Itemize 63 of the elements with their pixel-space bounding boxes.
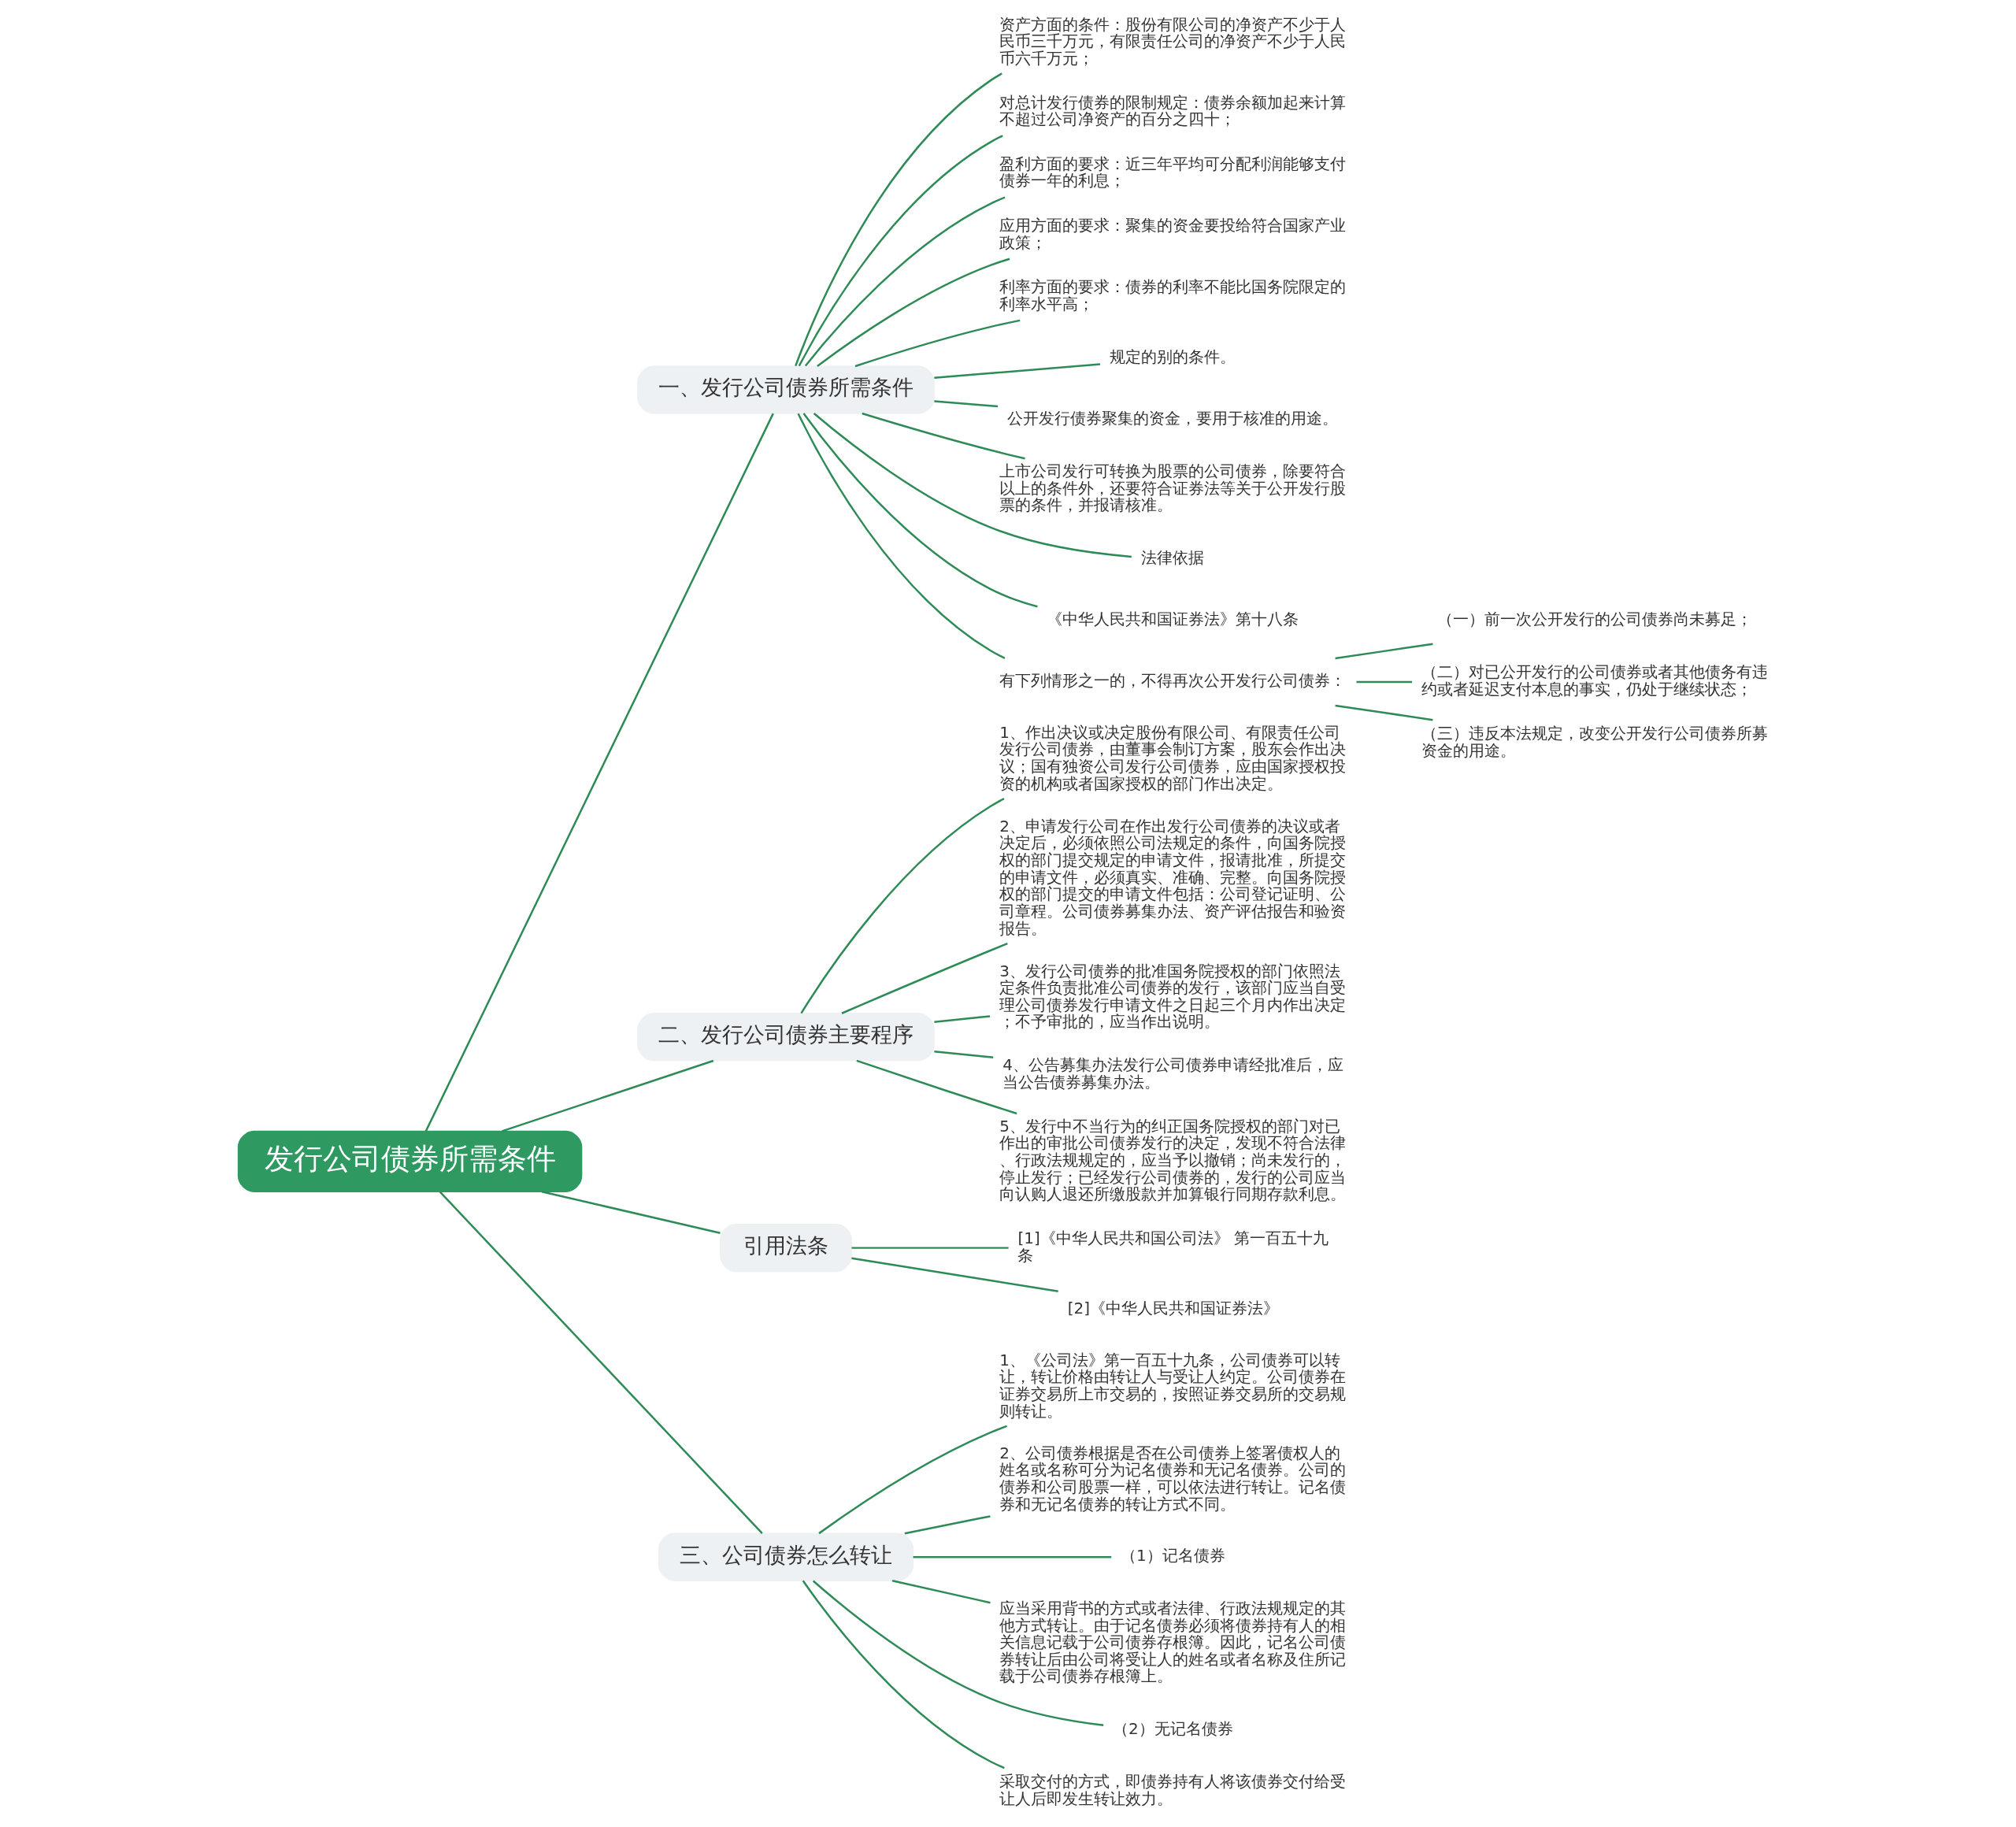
node-text: 2、申请发行公司在作出发行公司债券的决议或者决定后，必须依照公司法规定的条件，向国务院授权的部门提交规定的申请文件，报请批准，所提交的申请文件，必须真实、准确、完整。向国务院授权的部门提交的申请文件包括：公司登记证明、公司章程。公司债券募集办法、资产评估报告和验资报告。 (999, 816, 1347, 938)
node-text: 上市公司发行可转换为股票的公司债券，除要符合以上的条件外，还要符合证券法等关于公开发行股票的条件，并报请核准。 (999, 461, 1347, 515)
node-text: 有下列情形之一的，不得再次公开发行公司债券： (999, 671, 1347, 691)
connector (1335, 643, 1433, 660)
connector (797, 413, 1006, 659)
node-text: 规定的别的条件。 (1109, 347, 1236, 367)
node-text: 法律依据 (1140, 547, 1204, 567)
node-text: 1、作出决议或决定股份有限公司、有限责任公司发行公司债券，由董事会制订方案，股东会作出决议；国有独资公司发行公司债券，应由国家授权投资的机构或者国家授权的部门作出决定。 (999, 722, 1347, 793)
connector (851, 1247, 1009, 1249)
node-text: 2、公司债券根据是否在公司债券上签署债权人的姓名或名称可分为记名债券和无记名债券。公司的债券和公司股票一样，可以依法进行转让。记名债券和无记名债券的转让方式不同。 (999, 1443, 1347, 1514)
connector (802, 1580, 1005, 1770)
node-box: 发行公司债券所需条件 (237, 1130, 583, 1192)
node-text: [1]《中华人民共和国公司法》 第一百五十九条 (1017, 1228, 1329, 1265)
connector (812, 1580, 1104, 1727)
node-text: 对总计发行债券的限制规定：债券余额加起来计算不超过公司净资产的百分之四十； (999, 92, 1347, 129)
connector (817, 258, 1010, 367)
node-text: 5、发行中不当行为的纠正国务院授权的部门对已作出的审批公司债券发行的决定，发现不符合法律、行政法规规定的，应当予以撤销；尚未发行的，停止发行；已经发行公司债券的，发行的公司应当向认购人退还所缴股款并加算银行同期存款利息。 (999, 1116, 1347, 1204)
node-text: 应当采用背书的方式或者法律、行政法规规定的其他方式转让。由于记名债券必须将债券持有人的相关信息记载于公司债券存根簿。因此，记名公司债券转让后由公司将受让人的姓名或者名称及住所记载于公司债券存根簿上。 (999, 1598, 1347, 1686)
connector (934, 1051, 994, 1058)
node-text: 资产方面的条件：股份有限公司的净资产不少于人民币三千万元，有限责任公司的净资产不少于人民币六千万元； (999, 14, 1347, 68)
node-text: 1、《公司法》第一百五十九条，公司债券可以转让，转让价格由转让人与受让人约定。公司债券在证券交易所上市交易的，按照证券交易所的交易规则转让。 (999, 1350, 1347, 1421)
node-box: 引用法条 (720, 1223, 853, 1273)
connector (934, 363, 1101, 379)
node-text: [2]《中华人民共和国证券法》 (1067, 1298, 1279, 1317)
connector (856, 1059, 1017, 1115)
connector (802, 413, 1038, 608)
connector (541, 1191, 721, 1234)
node-text: 《中华人民共和国证券法》第十八条 (1047, 609, 1299, 628)
connector (818, 1425, 1007, 1535)
connector (804, 196, 1006, 367)
node-box: 二、发行公司债券主要程序 (637, 1013, 935, 1062)
connector (934, 1015, 991, 1023)
connector (424, 413, 774, 1132)
connector (1335, 704, 1433, 721)
node-text: 3、发行公司债券的批准国务院授权的部门依照法定条件负责批准公司债券的发行，该部门应当自受理公司债券发行申请文件之日起三个月内作出决定；不予审批的，应当作出说明。 (999, 961, 1347, 1032)
connector (813, 413, 1132, 558)
connector (891, 1580, 991, 1604)
node-box: 三、公司债券怎么转让 (658, 1532, 914, 1581)
connector (934, 400, 999, 408)
node-text: 公开发行债券聚集的资金，要用于核准的用途。 (1007, 409, 1339, 428)
connector (904, 1515, 991, 1535)
node-text: 盈利方面的要求：近三年平均可分配利润能够支付债券一年的利息； (999, 154, 1347, 191)
connector (798, 135, 1003, 367)
connector (862, 412, 1025, 460)
node-text: 应用方面的要求：聚集的资金要投给符合国家产业政策； (999, 216, 1347, 252)
node-box: 一、发行公司债券所需条件 (637, 365, 935, 414)
connector (795, 72, 1002, 366)
connector (854, 319, 1021, 368)
node-text: （三）违反本法规定，改变公开发行公司债券所募资金的用途。 (1421, 724, 1768, 761)
node-text: （二）对已公开发行的公司债券或者其他债务有违约或者延迟支付本息的事实，仍处于继续状态； (1421, 662, 1768, 699)
connector (800, 798, 1005, 1014)
node-text: （2）无记名债券 (1113, 1718, 1233, 1738)
connector (913, 1556, 1112, 1558)
connector (1356, 680, 1413, 684)
node-text: 采取交付的方式，即债券持有人将该债券交付给受让人后即发生转让效力。 (999, 1772, 1347, 1808)
connector (502, 1059, 714, 1132)
node-text: （一）前一次公开发行的公司债券尚未募足； (1436, 609, 1752, 628)
connector (439, 1191, 763, 1534)
node-text: 4、公告募集办法发行公司债券申请经批准后，应当公告债券募集办法。 (1002, 1055, 1344, 1091)
connector (851, 1257, 1058, 1292)
connector (841, 942, 1008, 1014)
node-text: 利率方面的要求：债券的利率不能比国务院限定的利率水平高； (999, 277, 1347, 313)
node-text: （1）记名债券 (1121, 1546, 1225, 1566)
